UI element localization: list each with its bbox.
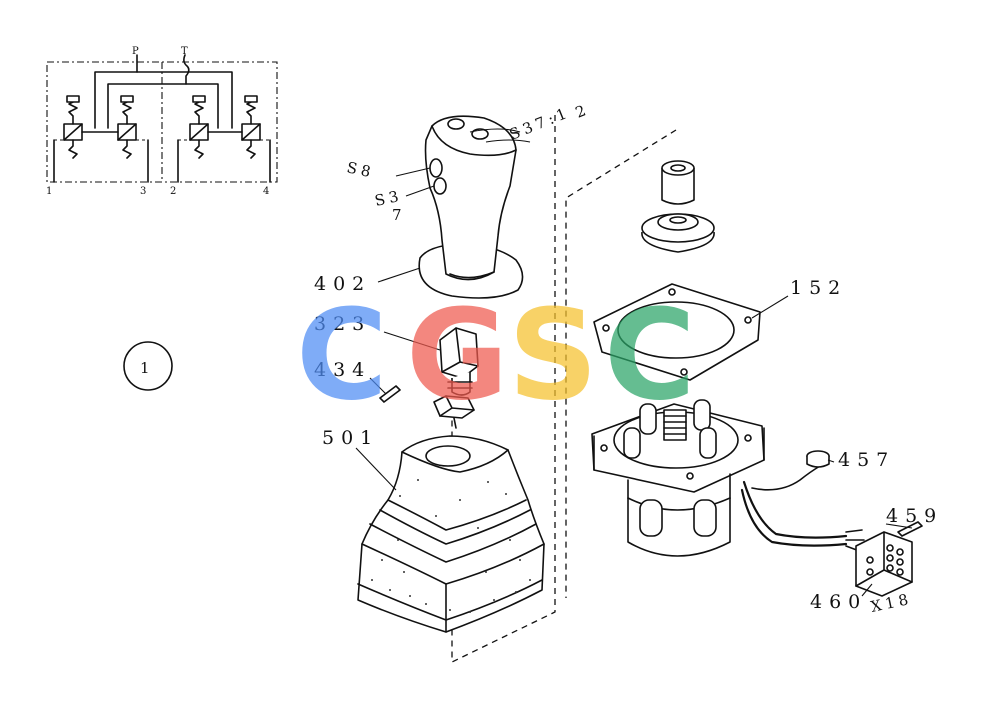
watermark-letter-4: C	[604, 283, 696, 428]
port-t-label: T	[181, 46, 188, 57]
top-nut	[661, 160, 695, 205]
boot-texture	[371, 479, 531, 613]
button-s3	[433, 177, 447, 195]
port-4-label: 4	[263, 186, 269, 197]
terminal-459	[897, 521, 923, 537]
callout-501: 501	[322, 427, 379, 449]
valve-group-left	[53, 95, 149, 183]
leader-lines	[355, 128, 913, 597]
grip-top-edge	[431, 125, 517, 157]
callout-152: 152	[790, 277, 847, 299]
watermark-letter-2: G	[406, 283, 509, 428]
port-2-label: 2	[170, 186, 176, 197]
callout-402: 402	[314, 273, 371, 295]
watermark: C G S C	[296, 283, 696, 428]
gasket-plate-152	[593, 283, 761, 381]
button-s372	[471, 128, 489, 140]
callout-s37-1: S37:1	[507, 103, 573, 144]
joystick-handle	[418, 115, 524, 299]
callout-323: 323	[314, 313, 371, 335]
plug-457	[806, 450, 830, 468]
port-1-label: 1	[46, 186, 52, 197]
callout-labels: 402 323 434 501 152 457 459 460 X18 S8 S…	[314, 100, 943, 616]
view-number-badge: 1	[123, 341, 173, 391]
port-3-label: 3	[140, 186, 146, 197]
connector-pins	[866, 544, 904, 576]
line-t	[183, 54, 190, 85]
button-s371	[447, 118, 465, 130]
callout-s3: S3	[373, 187, 404, 210]
valve-body	[591, 399, 765, 557]
callout-s8: S8	[345, 158, 376, 181]
view-number: 1	[140, 359, 154, 377]
connector-x18	[855, 531, 913, 597]
callout-2: 2	[573, 100, 592, 122]
callout-434: 434	[314, 359, 371, 381]
adapter-323	[439, 327, 479, 396]
boot-opening	[425, 445, 471, 467]
nut-434	[433, 395, 475, 429]
callout-459: 459	[886, 505, 943, 527]
port-p-label: P	[132, 46, 139, 57]
button-s8	[429, 158, 443, 178]
tank-loop	[107, 83, 219, 129]
seal-washer	[641, 213, 715, 253]
rubber-boot-501	[357, 435, 545, 633]
pressure-loop	[94, 71, 233, 129]
pin	[379, 385, 401, 403]
watermark-letter-3: S	[508, 283, 598, 428]
wiring-harness	[740, 465, 865, 553]
hydraulic-schematic: P T	[46, 46, 278, 197]
callout-460: 460	[810, 591, 867, 613]
watermark-letter-1: C	[296, 283, 388, 428]
callout-457: 457	[838, 449, 895, 471]
valve-group-right	[177, 95, 271, 183]
plungers	[623, 399, 717, 459]
callout-7: 7	[392, 206, 406, 224]
